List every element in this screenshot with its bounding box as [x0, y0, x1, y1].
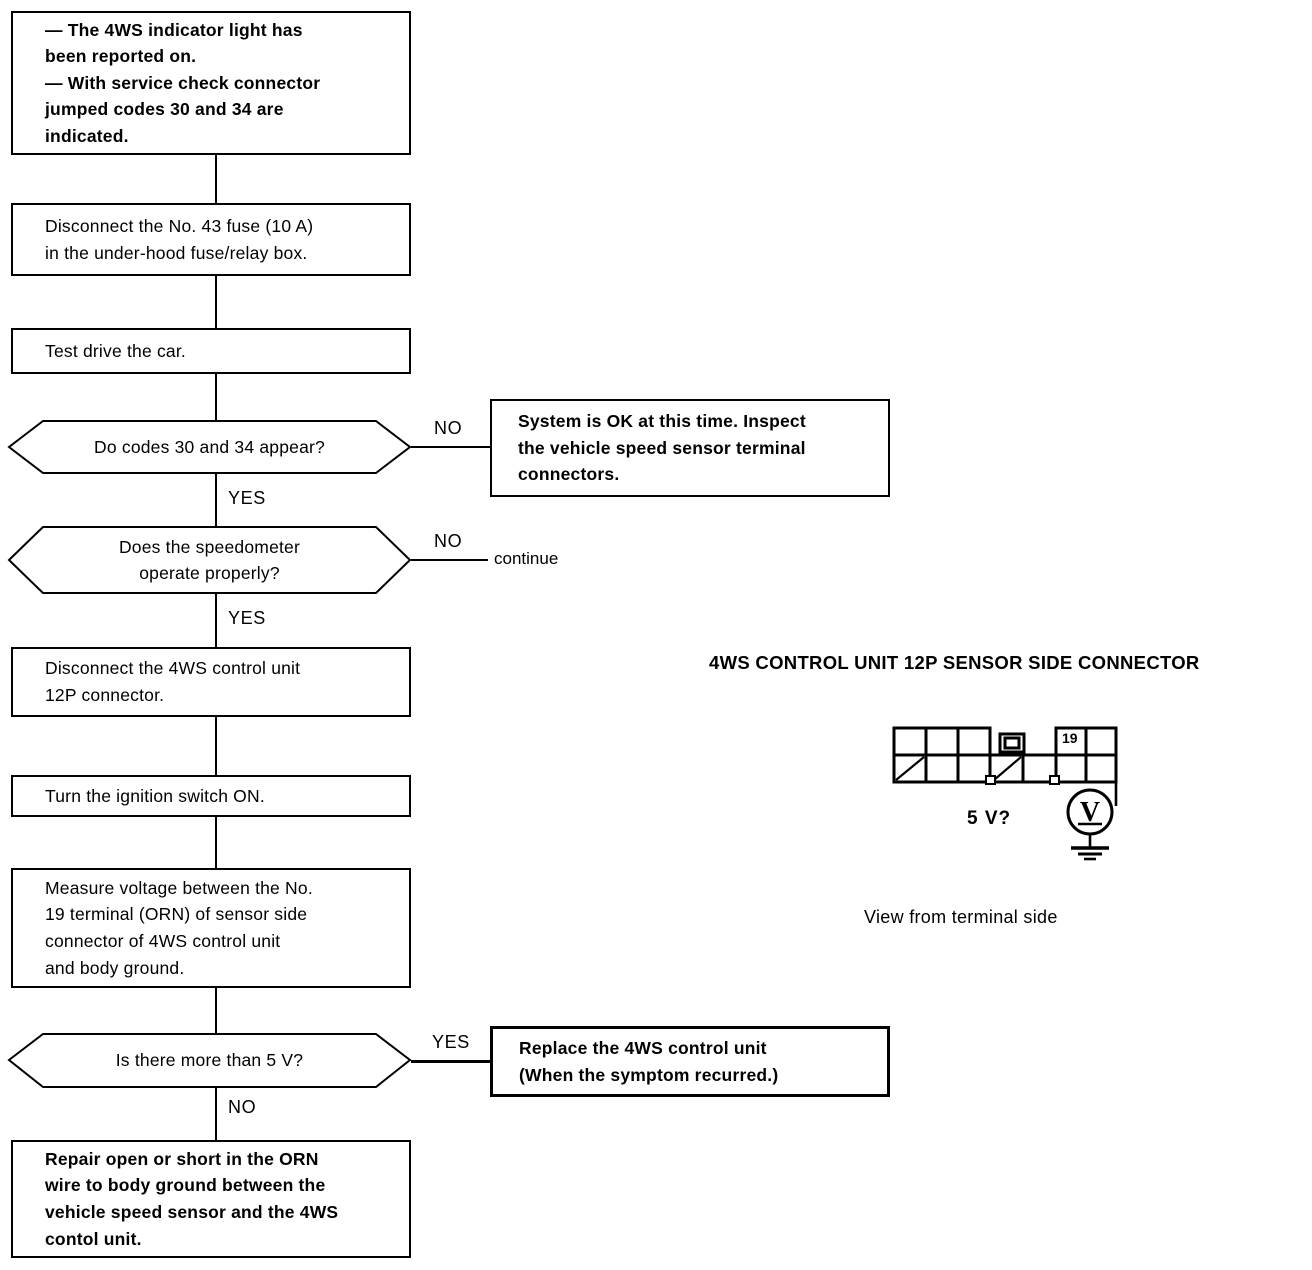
connector-figure-title: 4WS CONTROL UNIT 12P SENSOR SIDE CONNECT… [709, 652, 1200, 673]
branch-line-codes-no [411, 446, 490, 448]
flow-node-repair-orn: Repair open or short in the ORN wire to … [11, 1140, 411, 1258]
branch-line-speedo-no [411, 559, 488, 561]
decision-hexagon-shape [7, 1033, 412, 1088]
flow-node-ignition-on-text: Turn the ignition switch ON. [45, 785, 265, 806]
flow-node-symptom-text: — The 4WS indicator light has been repor… [45, 19, 321, 146]
connector-line-speedo-to-disconnect12p [215, 593, 217, 647]
svg-text:V: V [1080, 797, 1100, 828]
branch-label-speedo-no: NO [434, 531, 463, 551]
flow-node-more-than-5v-text: Is there more than 5 V? [115, 1050, 304, 1071]
flow-node-system-ok: System is OK at this time. Inspect the v… [490, 399, 890, 497]
flow-node-disconnect-12p: Disconnect the 4WS control unit 12P conn… [11, 647, 411, 717]
flow-node-replace-unit-text: Replace the 4WS control unit (When the s… [519, 1037, 779, 1085]
flow-node-codes-appear-text: Do codes 30 and 34 appear? [94, 436, 325, 457]
branch-line-5v-yes [411, 1060, 490, 1063]
connector-line-symptom-to-fuse [215, 155, 217, 203]
decision-hexagon-shape [7, 526, 412, 594]
voltage-question-label: 5 V? [967, 808, 1012, 829]
flow-node-speedometer-ok-text: Does the speedometer operate properly? [118, 536, 301, 583]
connector-line-fuse-to-testdrive [215, 276, 217, 328]
flow-node-codes-appear: Do codes 30 and 34 appear? [7, 420, 412, 474]
connector-pin-grid [892, 726, 1118, 806]
flow-node-measure-voltage-text: Measure voltage between the No. 19 termi… [45, 877, 313, 978]
connector-line-codes-to-speedo [215, 473, 217, 526]
connector-line-measure-to-5v [215, 988, 217, 1033]
flow-node-speedometer-ok: Does the speedometer operate properly? [7, 526, 412, 594]
flow-node-replace-unit: Replace the 4WS control unit (When the s… [490, 1026, 890, 1097]
branch-label-codes-no: NO [434, 418, 463, 438]
flow-node-test-drive: Test drive the car. [11, 328, 411, 374]
flow-node-system-ok-text: System is OK at this time. Inspect the v… [518, 411, 806, 485]
branch-label-5v-no: NO [228, 1097, 257, 1117]
flow-node-ignition-on: Turn the ignition switch ON. [11, 775, 411, 817]
flow-node-repair-orn-text: Repair open or short in the ORN wire to … [45, 1148, 339, 1249]
flow-node-disconnect-fuse: Disconnect the No. 43 fuse (10 A) in the… [11, 203, 411, 276]
connector-line-testdrive-to-codes [215, 374, 217, 421]
continue-label: continue [494, 549, 559, 568]
flow-node-more-than-5v: Is there more than 5 V? [7, 1033, 412, 1088]
connector-line-disconnect12p-to-ignition [215, 717, 217, 775]
branch-label-5v-yes: YES [432, 1032, 470, 1052]
branch-label-codes-yes: YES [228, 488, 266, 508]
flow-node-disconnect-fuse-text: Disconnect the No. 43 fuse (10 A) in the… [45, 215, 314, 263]
flow-node-symptom: — The 4WS indicator light has been repor… [11, 11, 411, 155]
branch-label-speedo-yes: YES [228, 608, 266, 628]
connector-line-ignition-to-measure [215, 817, 217, 868]
flow-node-disconnect-12p-text: Disconnect the 4WS control unit 12P conn… [45, 658, 301, 705]
decision-hexagon-shape [7, 420, 412, 474]
flow-node-measure-voltage: Measure voltage between the No. 19 termi… [11, 868, 411, 988]
connector-figure-caption: View from terminal side [864, 907, 1058, 927]
connector-pin-19-label: 19 [1062, 730, 1078, 746]
connector-line-5v-to-repair [215, 1088, 217, 1140]
flow-node-test-drive-text: Test drive the car. [45, 340, 186, 361]
voltmeter-icon: V [1066, 788, 1114, 861]
